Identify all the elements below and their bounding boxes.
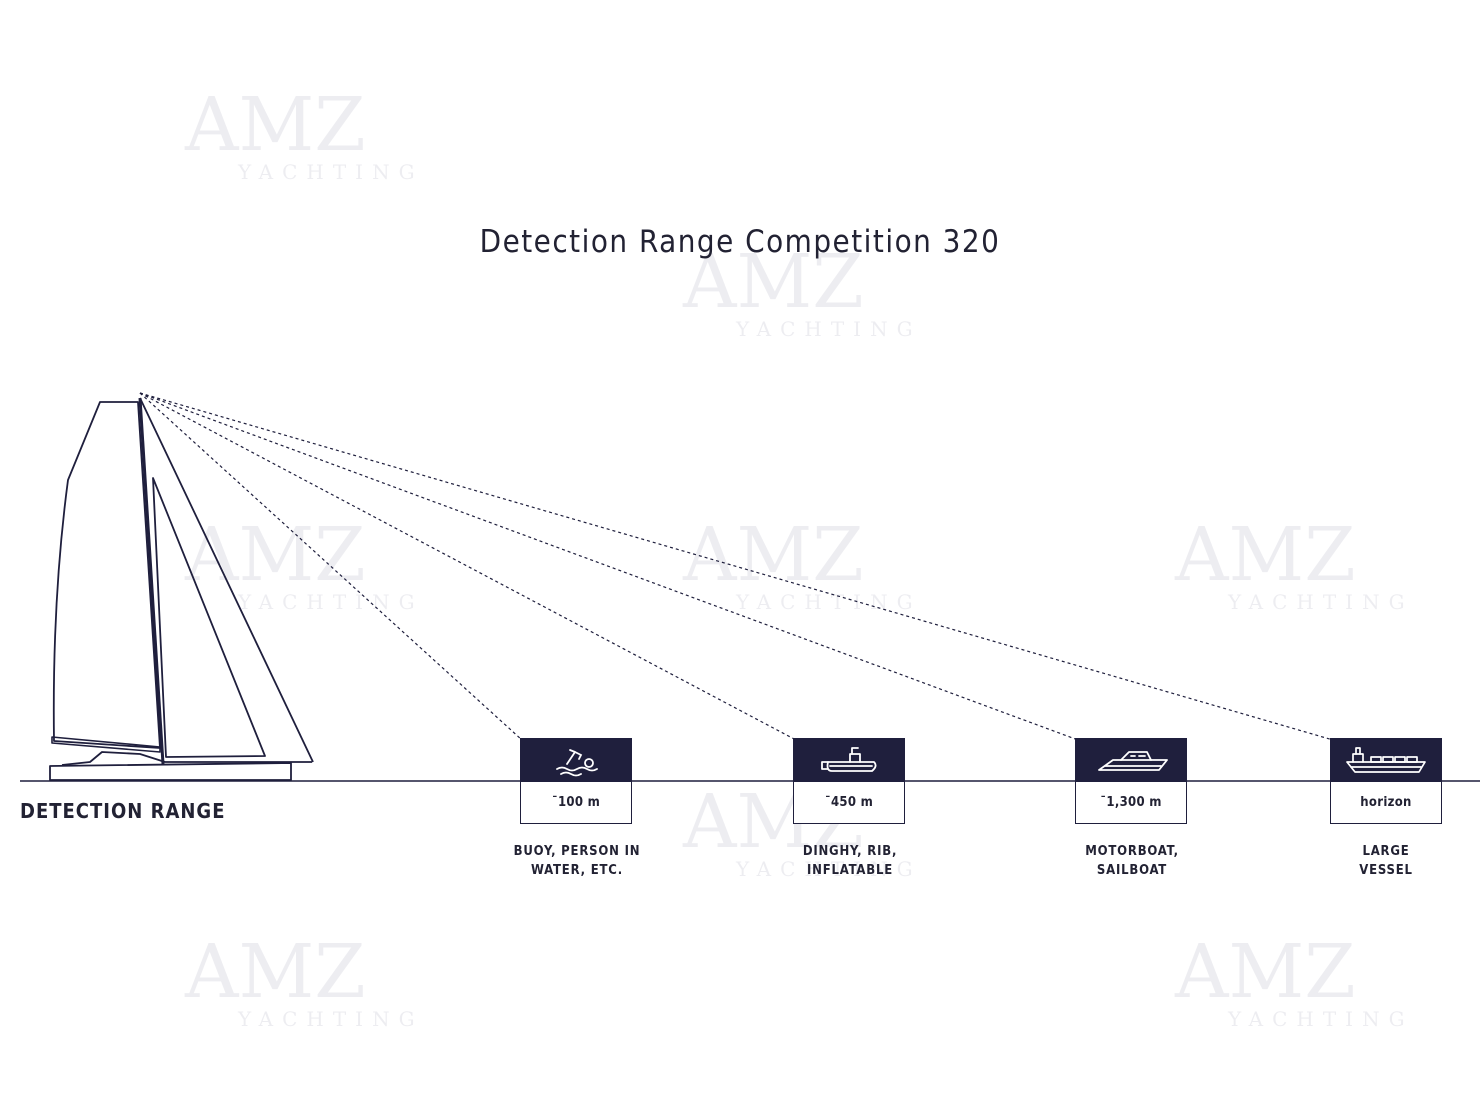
target-caption: DINGHY, RIB,INFLATABLE <box>802 844 898 878</box>
mainsail <box>52 401 161 749</box>
sight-lines <box>139 392 1334 741</box>
target-caption: MOTORBOAT,SAILBOAT <box>1085 844 1179 878</box>
diagram-title: Detection Range Competition 320 <box>479 224 1001 260</box>
sight-line-1 <box>139 392 523 741</box>
forestay <box>139 397 314 763</box>
target-card-buoy: ˉ100 m <box>520 738 632 826</box>
boom <box>51 736 161 753</box>
target-card-large-vessel: horizon <box>1330 738 1442 826</box>
deck <box>61 751 312 766</box>
target-card-dinghy: ˉ450 m <box>793 738 905 826</box>
jib <box>152 477 266 758</box>
motorboat-icon <box>1075 738 1187 782</box>
mast <box>138 397 165 765</box>
target-card-motorboat: ˉ1,300 m <box>1075 738 1187 826</box>
sight-line-2 <box>139 392 797 741</box>
target-distance: ˉ100 m <box>520 782 632 824</box>
target-distance: ˉ450 m <box>793 782 905 824</box>
sight-line-3 <box>139 392 1079 741</box>
detection-range-label: DETECTION RANGE <box>20 799 226 823</box>
rib-icon <box>793 738 905 782</box>
yacht-illustration <box>49 397 314 781</box>
sight-line-4 <box>139 392 1334 741</box>
target-distance: ˉ1,300 m <box>1075 782 1187 824</box>
target-distance: horizon <box>1330 782 1442 824</box>
cargo-ship-icon <box>1330 738 1442 782</box>
swimmer-icon <box>520 738 632 782</box>
hull <box>49 762 292 781</box>
